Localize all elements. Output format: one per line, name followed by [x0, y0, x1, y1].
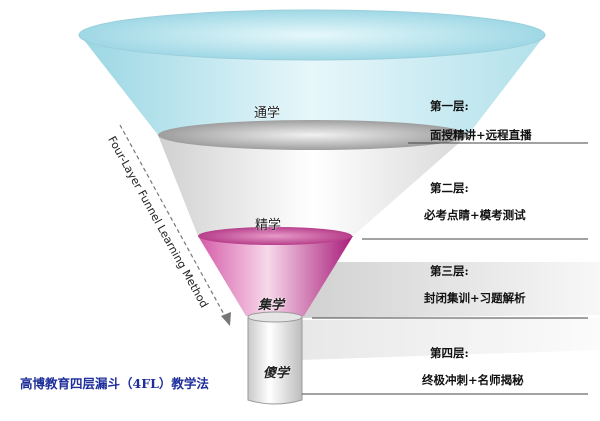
- label-level-3: 集学: [257, 298, 285, 313]
- layer-1-title: 第一层:: [430, 99, 469, 113]
- layer-3-title: 第三层:: [430, 264, 469, 278]
- dashed-arrow-line: [119, 124, 227, 319]
- layer-1-desc: 面授精讲+远程直播: [430, 128, 532, 142]
- funnel-cylinder: [247, 316, 303, 405]
- layer-4-desc: 终极冲刺+名师揭秘: [422, 373, 524, 387]
- funnel-cylinder-top: [247, 311, 303, 323]
- label-level-4: 傻学: [262, 366, 290, 381]
- layer-2-desc: 必考点睛+模考测试: [424, 208, 526, 222]
- label-level-1: 通学: [253, 106, 281, 121]
- layer-4-title: 第四层:: [430, 346, 469, 360]
- funnel-top-rim: [78, 9, 546, 61]
- layer-2-title: 第二层:: [430, 181, 469, 195]
- diagram-caption: 高博教育四层漏斗（4FL）教学法: [20, 376, 209, 391]
- layer-3-desc: 封闭集训+习题解析: [424, 291, 526, 305]
- funnel-second-rim: [158, 120, 468, 150]
- funnel-third-section: [198, 236, 353, 316]
- shadow-band-lower: [300, 318, 600, 360]
- dashed-arrow-head: [221, 312, 231, 326]
- label-level-2: 精学: [254, 218, 282, 233]
- shadow-band: [300, 262, 600, 318]
- funnel-third-rim: [198, 227, 352, 245]
- funnel-second-section: [158, 135, 468, 236]
